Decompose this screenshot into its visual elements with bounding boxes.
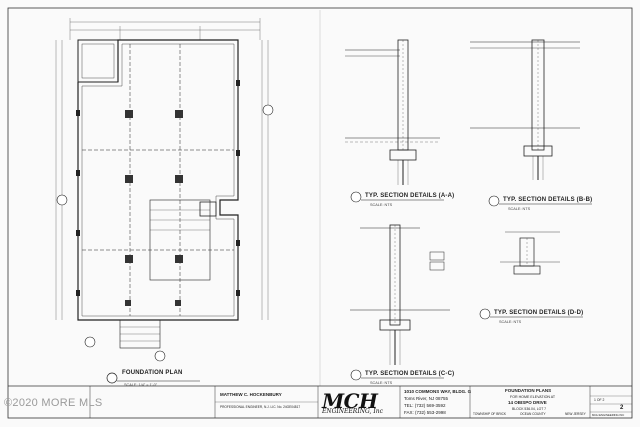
firm-logo-sub: ENGINEERING, Inc: [322, 408, 383, 415]
foundation-plan-scale: SCALE: 1/4" = 1'-0": [124, 383, 158, 387]
section-dd-scale: SCALE: NTS: [499, 320, 522, 324]
engineer-name: MATTHEW C. HOCKENBURY: [220, 392, 282, 397]
sheet-subtitle: FOR HOME ELEVATION AT: [510, 395, 556, 399]
township: TOWNSHIP OF BRICK: [473, 412, 506, 416]
section-bb-detail: [470, 39, 580, 180]
firm-footer: MCH ENGINEERING INC: [592, 413, 625, 417]
section-cc-title: TYP. SECTION DETAILS (C-C): [365, 371, 455, 377]
section-dd-detail: [500, 231, 560, 275]
sheet-title: FOUNDATION PLANS: [505, 388, 552, 393]
state: NEW JERSEY: [565, 412, 586, 416]
mls-watermark: ©2020 MORE MLS: [4, 397, 103, 409]
address-line-1: 1010 COMMONS WAY, BLDG. G: [404, 389, 472, 394]
firm-fax: FAX: (732) 553-2998: [404, 410, 446, 415]
sheet-border: [7, 7, 633, 419]
foundation-piers: [125, 110, 183, 306]
title-block-lines: [8, 385, 632, 418]
section-aa-scale: SCALE: NTS: [370, 203, 393, 207]
section-cc-detail: [350, 224, 450, 365]
sheet-number: 2: [620, 405, 624, 411]
foundation-plan-title: FOUNDATION PLAN: [122, 370, 183, 376]
section-dd-title: TYP. SECTION DETAILS (D-D): [494, 310, 584, 316]
firm-logo: MCH: [322, 389, 378, 413]
section-aa-detail: [345, 39, 440, 185]
section-bb-title: TYP. SECTION DETAILS (B-B): [503, 197, 593, 203]
foundation-plan: [77, 39, 239, 349]
section-bb-scale: SCALE: NTS: [508, 207, 531, 211]
sheet-of: 1 OF 2: [594, 398, 605, 402]
block-lot: BLOCK 536.04, LOT 7: [512, 407, 547, 411]
firm-tel: TEL: (732) 569-3592: [404, 403, 446, 408]
engineer-license: PROFESSIONAL ENGINEER, N.J. LIC. No. 24G…: [220, 405, 301, 409]
flood-vents: [76, 80, 240, 296]
address-line-2: Toms River, NJ 08755: [404, 396, 449, 401]
county: OCEAN COUNTY: [520, 412, 546, 416]
section-aa-title: TYP. SECTION DETAILS (A-A): [365, 193, 455, 199]
project-address: 14 OBISPO DRIVE: [508, 400, 547, 405]
section-cc-scale: SCALE: NTS: [370, 381, 393, 385]
